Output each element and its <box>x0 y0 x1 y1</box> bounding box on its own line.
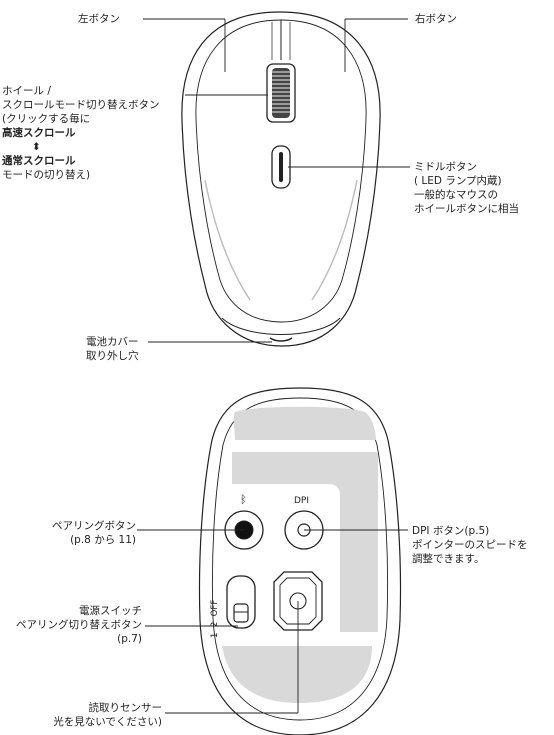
middle-button-label-line2: ( LED ランプ内蔵) <box>414 175 502 187</box>
bottom-leaders <box>137 529 408 714</box>
scroll-wheel <box>266 63 296 123</box>
bottom-mouse-rim <box>211 397 389 721</box>
top-mouse-shell <box>195 19 367 323</box>
dpi-button-label-line1: DPI ボタン(p.5) <box>412 525 490 537</box>
middle-button-label-line4: ホイールボタンに相当 <box>414 203 519 215</box>
bluetooth-icon: ᛒ <box>240 493 247 506</box>
dpi-button-label: DPI ボタン(p.5) ポインターのスピードを 調整できます。 <box>412 524 528 566</box>
dpi-marking: DPI <box>294 496 310 506</box>
sensor-label-line1: 読取りセンサー <box>88 702 163 714</box>
middle-button <box>271 145 291 189</box>
switch-markings: 1 2 OFF <box>210 568 220 638</box>
power-switch-label-line2: ペアリング切り替えボタン <box>16 619 142 631</box>
dpi-button-label-line3: 調整できます。 <box>412 553 485 565</box>
button-split-groove <box>271 22 291 60</box>
battery-cover-lip <box>221 317 341 335</box>
battery-cover-hole <box>269 337 293 342</box>
top-leaders <box>143 18 410 343</box>
wheel-label-line2: スクロールモード切り替えボタン <box>2 99 160 111</box>
switch-mark-off: OFF <box>210 599 220 617</box>
right-button-label: 右ボタン <box>415 13 457 25</box>
bottom-mouse <box>198 387 402 735</box>
bottom-mouse-body <box>198 387 402 735</box>
wheel-label-high-speed: 高速スクロール <box>2 127 76 139</box>
wheel-label: ホイール / スクロールモード切り替えボタン (クリックする毎に 高速スクロール… <box>2 84 160 182</box>
pairing-button-label-line2: (p.8 から 11) <box>70 534 136 546</box>
pairing-button-label-line1: ペアリングボタン <box>52 520 136 532</box>
middle-button-label: ミドルボタン ( LED ランプ内蔵) 一般的なマウスの ホイールボタンに相当 <box>414 160 519 216</box>
battery-cover-label-line1: 電池カバー <box>86 336 139 348</box>
middle-button-label-line3: 一般的なマウスの <box>414 189 498 201</box>
battery-cover-label-line2: 取り外し穴 <box>86 350 139 362</box>
middle-button-label-line1: ミドルボタン <box>414 161 477 173</box>
power-switch-label-line3: (p.7) <box>117 633 142 645</box>
left-button-label: 左ボタン <box>78 13 120 25</box>
sensor-label: 読取りセンサー 光を見ないでください) <box>53 701 162 729</box>
power-switch-label: 電源スイッチ ペアリング切り替えボタン (p.7) <box>16 604 142 646</box>
wheel-label-line3: (クリックする毎に <box>2 113 91 125</box>
wheel-label-line4: モードの切り替え) <box>2 169 91 181</box>
switch-mark-two: 2 <box>210 621 220 628</box>
power-switch <box>226 575 256 629</box>
bottom-glide-pad <box>222 646 372 703</box>
right-side-curve <box>311 179 358 301</box>
wheel-label-arrow: ⬍ <box>32 141 41 153</box>
top-mouse-body <box>181 11 381 347</box>
sensor-label-line2: 光を見ないでください) <box>53 716 162 728</box>
left-side-curve <box>204 179 251 301</box>
wheel-label-normal: 通常スクロール <box>2 155 76 167</box>
power-switch-label-line1: 電源スイッチ <box>79 605 142 617</box>
glide-pads <box>222 406 378 703</box>
top-mouse <box>181 11 381 347</box>
pairing-button-label: ペアリングボタン (p.8 から 11) <box>52 519 136 547</box>
top-glide-pad <box>233 406 376 440</box>
wheel-label-line1: ホイール / <box>2 85 51 97</box>
right-glide-pad <box>232 452 378 632</box>
dpi-button-label-line2: ポインターのスピードを <box>412 539 528 551</box>
battery-cover-label: 電池カバー 取り外し穴 <box>86 335 139 363</box>
switch-mark-one: 1 <box>210 632 220 638</box>
